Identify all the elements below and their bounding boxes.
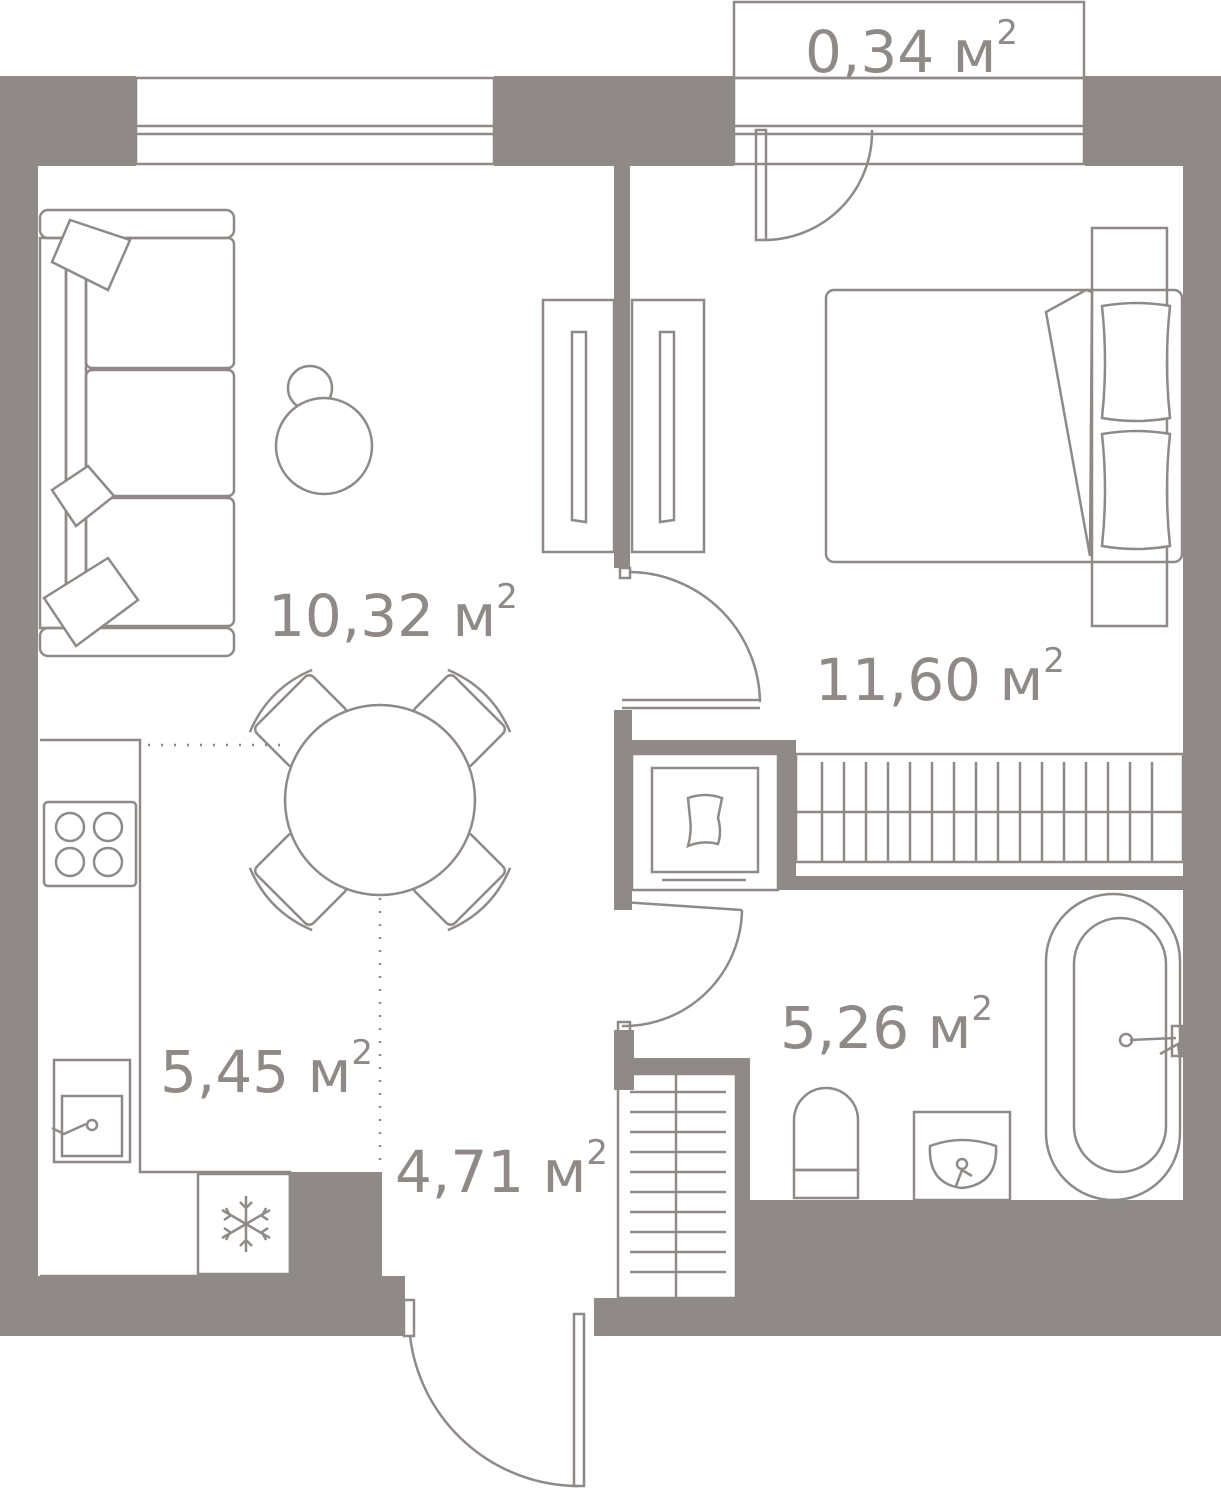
balcony: 0,34 м2 xyxy=(732,0,1086,166)
bed-icon xyxy=(824,226,1184,628)
wardrobe-icon xyxy=(541,298,706,554)
kitchen-counter xyxy=(40,738,292,1278)
pouf-icon xyxy=(274,364,374,496)
bathtub-icon xyxy=(1044,892,1184,1202)
fridge xyxy=(196,1172,292,1276)
bedroom-area: 11,60 м2 xyxy=(815,641,1065,714)
washing-machine-icon xyxy=(630,752,780,892)
door-icon xyxy=(754,128,874,242)
toilet-icon xyxy=(792,1086,860,1200)
wardrobe-icon xyxy=(616,1072,738,1300)
wardrobe-icon xyxy=(794,752,1185,864)
balcony-area: 0,34 м2 xyxy=(805,13,1018,86)
sofa-icon xyxy=(38,208,236,658)
window-living xyxy=(134,76,496,166)
hall-area: 4,71 м2 xyxy=(395,1133,608,1206)
kitchen-sink-icon xyxy=(51,1058,132,1164)
door-icon xyxy=(616,900,744,1034)
living-area: 10,32 м2 xyxy=(268,577,518,650)
stove-icon xyxy=(42,800,138,888)
dining-table-icon xyxy=(248,668,512,932)
bathroom-area: 5,26 м2 xyxy=(780,989,993,1062)
door-icon xyxy=(402,1298,586,1488)
walls xyxy=(0,76,1221,1336)
snowflake-icon xyxy=(221,1196,271,1252)
washbasin-icon xyxy=(912,1110,1012,1202)
door-icon xyxy=(618,566,762,710)
kitchen-area: 5,45 м2 xyxy=(160,1033,373,1106)
